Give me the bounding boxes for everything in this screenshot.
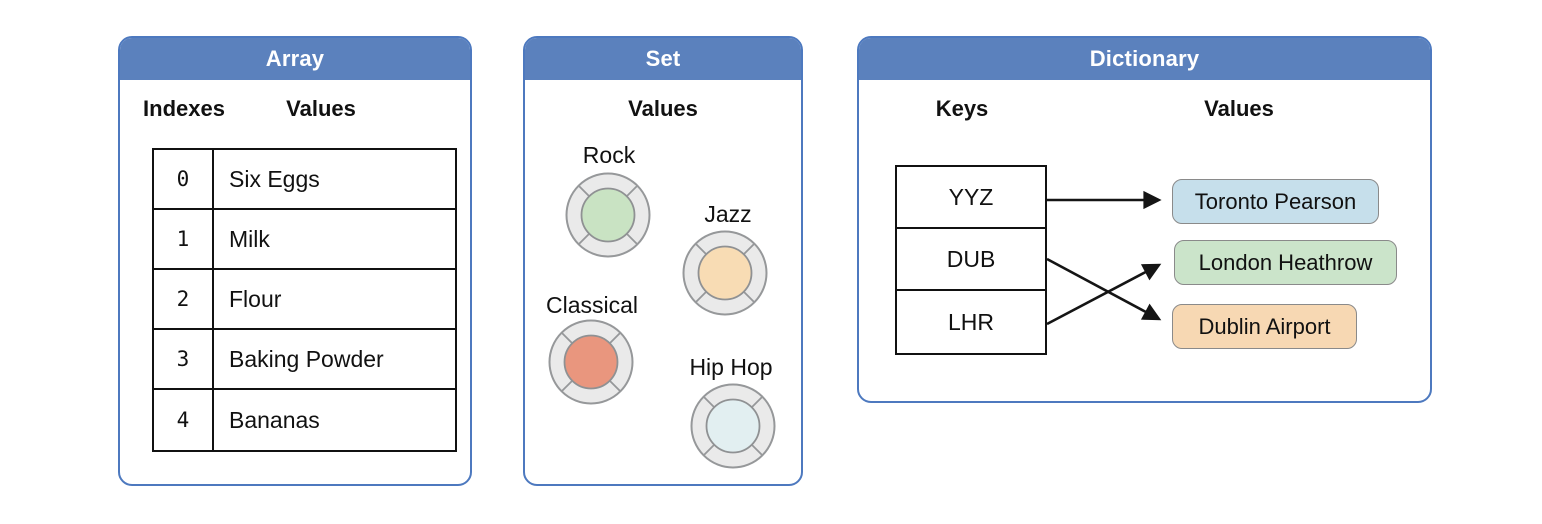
dictionary-value-pill-dublin-airport: Dublin Airport — [1172, 304, 1357, 349]
array-values-heading: Values — [286, 96, 356, 121]
array-index-cell: 0 — [154, 150, 214, 208]
array-index-cell: 1 — [154, 210, 214, 268]
set-token-classical-center — [563, 334, 619, 390]
dictionary-panel-header: Dictionary — [859, 38, 1430, 80]
array-row: 0 Six Eggs — [154, 150, 455, 210]
set-item-label-hiphop: Hip Hop — [689, 354, 773, 380]
set-panel-header: Set — [525, 38, 801, 80]
arrow-dub-to-dublin-airport — [1046, 257, 1162, 321]
array-row: 2 Flour — [154, 270, 455, 330]
arrow-lhr-to-london-heathrow — [1046, 263, 1162, 326]
set-token-rock-center — [580, 187, 636, 243]
dictionary-value-pill-london-heathrow: London Heathrow — [1174, 240, 1397, 285]
array-value-cell: Baking Powder — [229, 345, 384, 372]
dictionary-value-pill-toronto-pearson: Toronto Pearson — [1172, 179, 1379, 224]
dictionary-panel-title: Dictionary — [1089, 46, 1200, 71]
dictionary-panel: Dictionary Keys Values YYZ DUB LHR Toron… — [857, 36, 1432, 403]
dictionary-key-yyz: YYZ — [897, 167, 1045, 229]
dictionary-keys-heading: Keys — [935, 96, 989, 121]
array-table: 0 Six Eggs 1 Milk 2 Flour 3 Baking Powde… — [152, 148, 457, 452]
array-value-cell: Flour — [229, 285, 282, 312]
set-panel: Set Values Rock Jazz Classical Hip Ho — [523, 36, 803, 486]
array-panel-header: Array — [120, 38, 470, 80]
dictionary-key-lhr: LHR — [947, 308, 994, 335]
array-value-cell: Six Eggs — [229, 165, 320, 192]
array-index-cell: 2 — [154, 270, 214, 328]
set-token-jazz-center — [697, 245, 753, 301]
array-row: 1 Milk — [154, 210, 455, 270]
set-token-jazz — [682, 230, 768, 316]
array-panel-title: Array — [265, 46, 325, 71]
set-item-label-jazz: Jazz — [704, 201, 752, 227]
set-token-classical — [548, 319, 634, 405]
dictionary-keys-table: YYZ DUB LHR — [895, 165, 1047, 355]
array-value-cell: Bananas — [229, 406, 320, 433]
set-item-label-classical: Classical — [545, 292, 639, 318]
set-values-heading: Values — [628, 96, 698, 121]
set-item-label-rock: Rock — [582, 142, 636, 168]
set-panel-title: Set — [645, 46, 681, 71]
set-token-hiphop-center — [705, 398, 761, 454]
array-row: 4 Bananas — [154, 390, 455, 450]
array-index-cell: 4 — [154, 390, 214, 450]
set-token-rock — [565, 172, 651, 258]
array-index-cell: 3 — [154, 330, 214, 388]
array-panel: Array Indexes Values 0 Six Eggs 1 Milk 2… — [118, 36, 472, 486]
array-indexes-heading: Indexes — [143, 96, 225, 121]
dictionary-key-dub: DUB — [897, 229, 1045, 291]
dictionary-values-heading: Values — [1204, 96, 1274, 121]
set-token-hiphop — [690, 383, 776, 469]
array-row: 3 Baking Powder — [154, 330, 455, 390]
array-value-cell: Milk — [229, 225, 270, 252]
